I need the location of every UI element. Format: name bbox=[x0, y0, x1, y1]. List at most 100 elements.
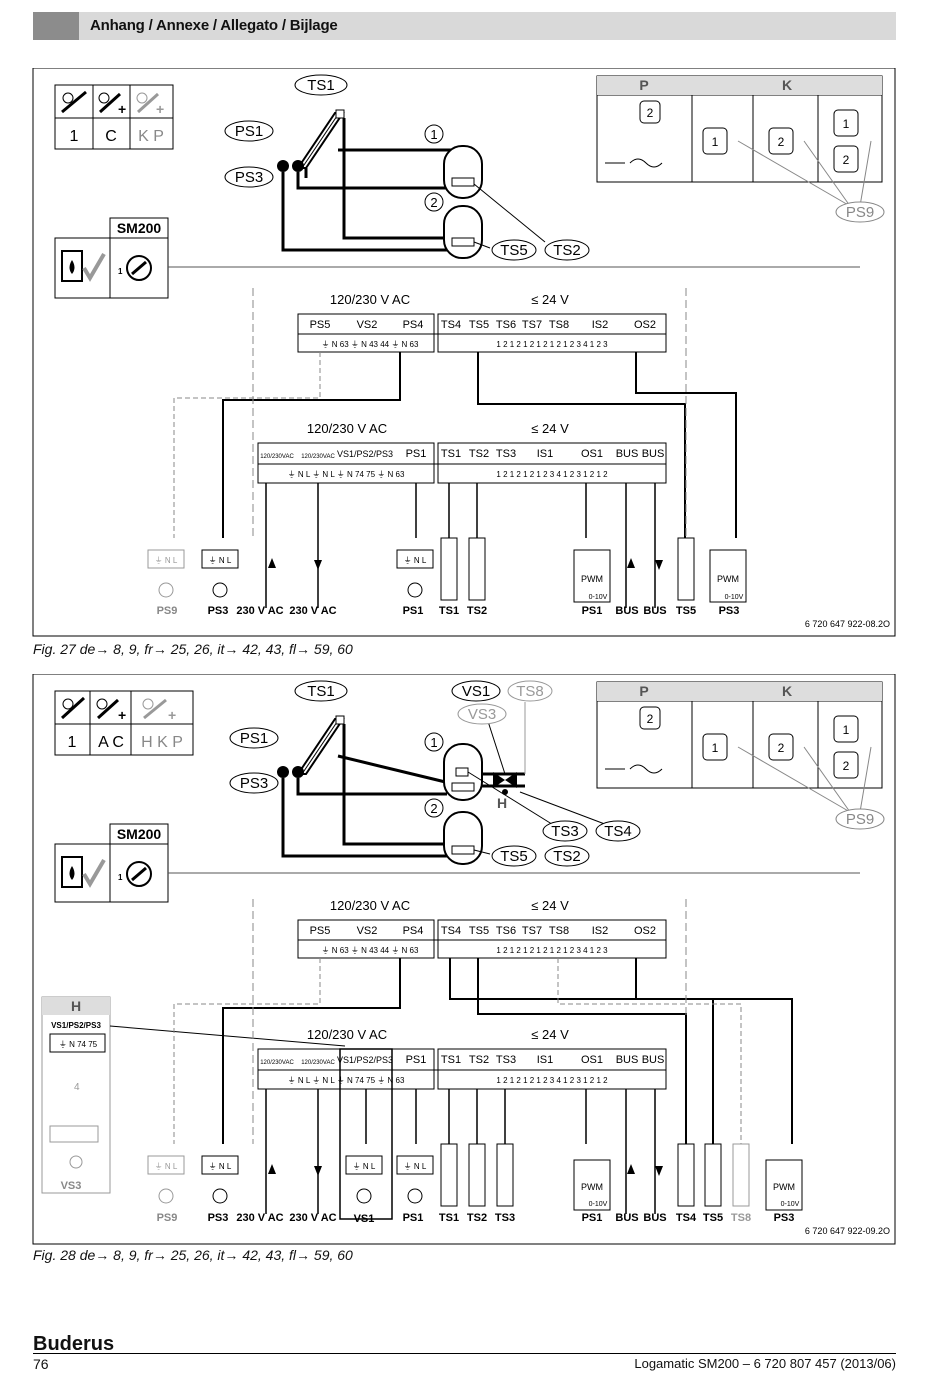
svg-text:PS1: PS1 bbox=[406, 1054, 427, 1066]
svg-text:230 V AC: 230 V AC bbox=[236, 605, 283, 617]
vs3-label: VS3 bbox=[468, 706, 496, 723]
svg-text:OS2: OS2 bbox=[634, 925, 656, 937]
svg-text:TS2: TS2 bbox=[469, 1054, 489, 1066]
svg-text:≤ 24 V: ≤ 24 V bbox=[531, 292, 569, 307]
options-pk-box: P K 2 1 2 1 2 bbox=[596, 681, 883, 813]
ps3-label: PS3 bbox=[235, 169, 263, 186]
svg-text:PS1: PS1 bbox=[582, 1212, 603, 1224]
sun-plus-icon: + bbox=[98, 92, 126, 117]
svg-text:≤ 24 V: ≤ 24 V bbox=[531, 1027, 569, 1042]
solar-code-box: + + 1 A C H K P bbox=[54, 690, 194, 756]
svg-text:TS3: TS3 bbox=[495, 1212, 515, 1224]
svg-text:120/230 V AC: 120/230 V AC bbox=[307, 421, 387, 436]
figure-28-ref: 6 720 647 922-09.2O bbox=[805, 1226, 890, 1236]
code-1: 1 bbox=[68, 734, 77, 751]
svg-text:⏚ N L: ⏚ N L bbox=[155, 1162, 178, 1171]
svg-text:120/230 V AC: 120/230 V AC bbox=[307, 1027, 387, 1042]
document-reference: Logamatic SM200 – 6 720 807 457 (2013/06… bbox=[634, 1356, 896, 1371]
svg-text:K: K bbox=[782, 683, 792, 699]
svg-text:120/230VAC: 120/230VAC bbox=[301, 1060, 335, 1066]
svg-text:TS3: TS3 bbox=[496, 448, 516, 460]
pump-ps3-icon bbox=[277, 160, 289, 172]
svg-text:P: P bbox=[639, 683, 648, 699]
svg-text:⏚ N L: ⏚ N L bbox=[209, 556, 232, 565]
ps3-label: PS3 bbox=[240, 775, 268, 792]
ts5-label: TS5 bbox=[500, 848, 528, 865]
svg-text:PWM: PWM bbox=[581, 1182, 603, 1192]
svg-text:VS2: VS2 bbox=[357, 925, 378, 937]
svg-text:TS1: TS1 bbox=[441, 1054, 461, 1066]
three-way-valve-vs1: H bbox=[493, 772, 517, 811]
figure-28-caption: Fig. 28 de→ 8, 9, fr→ 25, 26, it→ 42, 43… bbox=[33, 1247, 353, 1263]
svg-text:230 V AC: 230 V AC bbox=[289, 1212, 336, 1224]
svg-text:TS8: TS8 bbox=[549, 925, 569, 937]
svg-text:PWM: PWM bbox=[717, 574, 739, 584]
boiler-flame-icon bbox=[61, 856, 106, 888]
svg-text:TS2: TS2 bbox=[467, 1212, 487, 1224]
vs1-label: VS1 bbox=[462, 683, 490, 700]
svg-text:0-10V: 0-10V bbox=[589, 1201, 608, 1208]
svg-text:1 2 1 2 1 2 1 2 3 4 1 2 3 1 2: 1 2 1 2 1 2 1 2 3 4 1 2 3 1 2 1 2 bbox=[496, 1076, 608, 1085]
svg-text:⏚ N L: ⏚ N L bbox=[155, 556, 178, 565]
svg-text:PS4: PS4 bbox=[403, 319, 424, 331]
svg-text:TS5: TS5 bbox=[469, 319, 489, 331]
svg-text:IS2: IS2 bbox=[592, 925, 609, 937]
svg-text:PS3: PS3 bbox=[208, 605, 229, 617]
svg-text:TS3: TS3 bbox=[496, 1054, 516, 1066]
svg-text:≤ 24 V: ≤ 24 V bbox=[531, 421, 569, 436]
svg-text:2: 2 bbox=[843, 759, 850, 773]
sm200-box: SM200 1 bbox=[54, 823, 860, 903]
svg-text:⏚ N 63 ⏚ N 43 44 ⏚ N 63: ⏚ N 63 ⏚ N 43 44 ⏚ N 63 bbox=[322, 340, 419, 349]
svg-text:2: 2 bbox=[647, 106, 654, 120]
svg-text:⏚ N 63 ⏚ N 43 44 ⏚ N 63: ⏚ N 63 ⏚ N 43 44 ⏚ N 63 bbox=[322, 946, 419, 955]
h-module: H VS1/PS2/PS3 ⏚ N 74 75 4 VS3 bbox=[41, 996, 111, 1194]
svg-text:TS7: TS7 bbox=[522, 925, 542, 937]
svg-text:PS1: PS1 bbox=[403, 605, 424, 617]
svg-text:1: 1 bbox=[118, 873, 123, 882]
svg-text:2: 2 bbox=[778, 741, 785, 755]
svg-text:1 2 1 2 1 2 1 2 1 2 1 2 3 4 1: 1 2 1 2 1 2 1 2 1 2 1 2 3 4 1 2 3 bbox=[496, 946, 608, 955]
svg-text:IS2: IS2 bbox=[592, 319, 609, 331]
code-c: C bbox=[105, 128, 117, 145]
svg-text:VS3: VS3 bbox=[61, 1180, 82, 1192]
option-k-label: K bbox=[782, 77, 792, 93]
svg-text:230 V AC: 230 V AC bbox=[236, 1212, 283, 1224]
tank-1 bbox=[443, 743, 483, 801]
svg-text:IS1: IS1 bbox=[537, 448, 554, 460]
sun-plus-icon: + bbox=[96, 698, 126, 723]
svg-text:PS9: PS9 bbox=[157, 1212, 178, 1224]
code-1: 1 bbox=[70, 128, 79, 145]
ts2-label: TS2 bbox=[553, 848, 581, 865]
svg-text:BUS: BUS bbox=[616, 448, 639, 460]
solar-collector bbox=[296, 109, 345, 169]
svg-text:TS2: TS2 bbox=[469, 448, 489, 460]
svg-text:1: 1 bbox=[843, 117, 850, 131]
sun-icon bbox=[61, 90, 87, 114]
svg-text:+: + bbox=[156, 101, 164, 117]
svg-text:VS1/PS2/PS3: VS1/PS2/PS3 bbox=[337, 1055, 393, 1065]
svg-text:BUS: BUS bbox=[642, 448, 665, 460]
sun-icon bbox=[60, 696, 86, 720]
svg-text:120/230VAC: 120/230VAC bbox=[301, 454, 335, 460]
svg-text:1: 1 bbox=[712, 741, 719, 755]
svg-text:TS6: TS6 bbox=[496, 925, 516, 937]
device-row-fig28: ⏚ N L ⏚ N L ⏚ N L ⏚ N L PWM 0-10V PWM 0-… bbox=[147, 1143, 803, 1211]
svg-text:BUS: BUS bbox=[616, 1054, 639, 1066]
svg-text:PWM: PWM bbox=[581, 574, 603, 584]
code-kp: K P bbox=[138, 128, 164, 145]
svg-text:H: H bbox=[497, 795, 507, 811]
device-labels-fig28: PS9 PS3 230 V AC 230 V AC VS1 PS1 TS1 TS… bbox=[157, 1212, 795, 1225]
svg-text:TS1: TS1 bbox=[439, 605, 459, 617]
sm200-box: SM200 1 bbox=[54, 217, 860, 299]
svg-text:OS2: OS2 bbox=[634, 319, 656, 331]
svg-text:1: 1 bbox=[712, 135, 719, 149]
terminal-block-lower: 120/230 V AC ≤ 24 V 120/230VAC 120/230VA… bbox=[257, 1027, 667, 1220]
svg-text:PWM: PWM bbox=[773, 1182, 795, 1192]
solar-code-box: + + 1 C K P bbox=[54, 84, 174, 150]
svg-text:120/230 V AC: 120/230 V AC bbox=[330, 898, 410, 913]
svg-text:2: 2 bbox=[778, 135, 785, 149]
svg-text:1 2 1 2 1 2 1 2 3 4 1 2 3 1 2: 1 2 1 2 1 2 1 2 3 4 1 2 3 1 2 1 2 bbox=[496, 470, 608, 479]
ts5-label: TS5 bbox=[500, 242, 528, 259]
svg-text:VS1: VS1 bbox=[354, 1213, 375, 1225]
svg-text:PS3: PS3 bbox=[774, 1212, 795, 1224]
